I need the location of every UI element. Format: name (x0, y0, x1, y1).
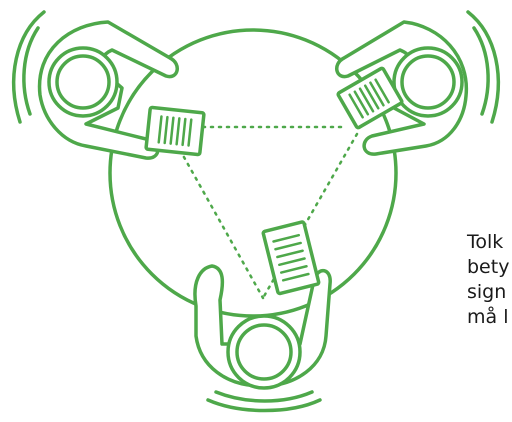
person-bottom-chair-inner (216, 392, 312, 401)
person-bottom-head (237, 325, 291, 379)
caption-line-3: sign (467, 280, 512, 305)
person-right-chair-inner (474, 28, 488, 114)
caption-line-4: må l (467, 305, 512, 330)
document-left (146, 107, 204, 154)
caption-line-2: bety (467, 255, 512, 280)
person-left-chair-inner (24, 28, 38, 114)
caption-text: Tolk bety sign må l (467, 230, 512, 330)
person-left-head (57, 56, 109, 108)
caption-line-1: Tolk (467, 230, 512, 255)
person-right-head (402, 56, 454, 108)
